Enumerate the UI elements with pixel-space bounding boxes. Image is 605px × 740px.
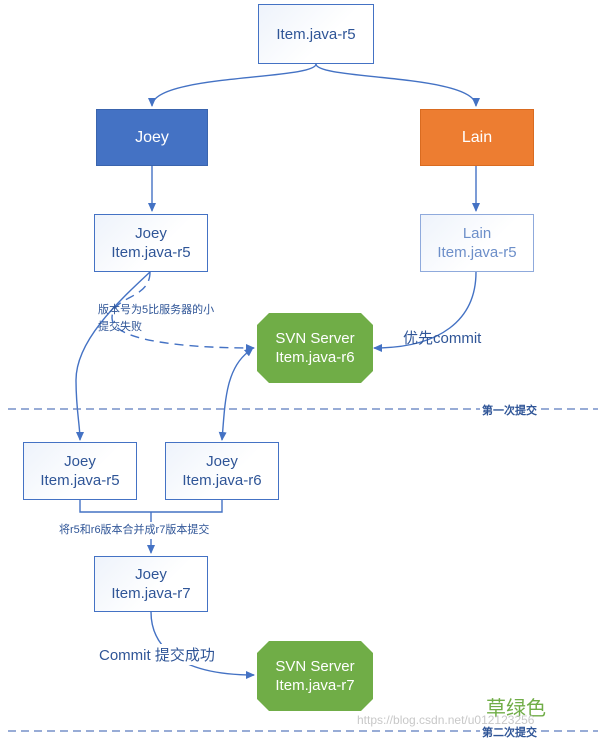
top-file-node[interactable]: Item.java-r5 bbox=[258, 4, 374, 64]
server-r6-name: SVN Server bbox=[275, 330, 355, 347]
joey-local-r5-name: Joey bbox=[64, 453, 96, 470]
connector-joey-failed-commit bbox=[111, 271, 255, 352]
joey-local-r6-name: Joey bbox=[206, 453, 238, 470]
commit-fail-note: 版本号为5比服务器的小 提交失败 bbox=[98, 302, 214, 336]
joey-local-r6-file: Item.java-r6 bbox=[182, 472, 262, 489]
connector-joey-to-local-r5 bbox=[75, 271, 151, 441]
connector-merge-bracket bbox=[79, 500, 223, 513]
joey-r7-file: Item.java-r7 bbox=[111, 585, 191, 602]
joey-label: Joey bbox=[135, 129, 169, 146]
lain-label: Lain bbox=[461, 129, 493, 146]
merge-label: 将r5和r6版本合并成r7版本提交 bbox=[57, 522, 212, 539]
grass-green-label: 草绿色 bbox=[486, 696, 546, 720]
svn-server-r7-node[interactable]: SVN Server Item.java-r7 bbox=[257, 641, 373, 711]
watermark: https://blog.csdn.net/u012123256 bbox=[357, 713, 535, 727]
commit-success-label: Commit 提交成功 bbox=[97, 644, 217, 665]
connector-top-to-joey bbox=[148, 63, 317, 107]
connector-top-to-lain bbox=[315, 63, 480, 107]
first-commit-label: 第一次提交 bbox=[480, 402, 539, 418]
server-r7-file: Item.java-r7 bbox=[275, 677, 355, 694]
joey-local-r5-file: Item.java-r5 bbox=[40, 472, 120, 489]
top-file-label: Item.java-r5 bbox=[276, 25, 356, 43]
joey-copy-file: Item.java-r5 bbox=[111, 244, 191, 261]
joey-r7-node[interactable]: Joey Item.java-r7 bbox=[94, 556, 208, 612]
server-r6-file: Item.java-r6 bbox=[275, 349, 355, 366]
commit-fail-line2: 提交失败 bbox=[98, 321, 142, 333]
joey-local-r6-node[interactable]: Joey Item.java-r6 bbox=[165, 442, 279, 500]
joey-copy-name: Joey bbox=[135, 225, 167, 242]
server-r7-name: SVN Server bbox=[275, 658, 355, 675]
commit-fail-line1: 版本号为5比服务器的小 bbox=[98, 304, 215, 316]
joey-r7-name: Joey bbox=[135, 566, 167, 583]
lain-node[interactable]: Lain bbox=[420, 109, 534, 166]
connector-server-to-local-r6 bbox=[218, 347, 254, 441]
joey-copy-node[interactable]: Joey Item.java-r5 bbox=[94, 214, 208, 272]
svn-server-r6-node[interactable]: SVN Server Item.java-r6 bbox=[257, 313, 373, 383]
second-commit-label: 第二次提交 bbox=[480, 724, 539, 740]
lain-copy-file: Item.java-r5 bbox=[437, 244, 517, 261]
connector-lain-commit bbox=[373, 271, 477, 352]
lain-copy-name: Lain bbox=[462, 225, 492, 242]
joey-node[interactable]: Joey bbox=[96, 109, 208, 166]
lain-commit-first-label: 优先commit bbox=[403, 330, 482, 347]
joey-local-r5-node[interactable]: Joey Item.java-r5 bbox=[23, 442, 137, 500]
lain-copy-node[interactable]: Lain Item.java-r5 bbox=[420, 214, 534, 272]
